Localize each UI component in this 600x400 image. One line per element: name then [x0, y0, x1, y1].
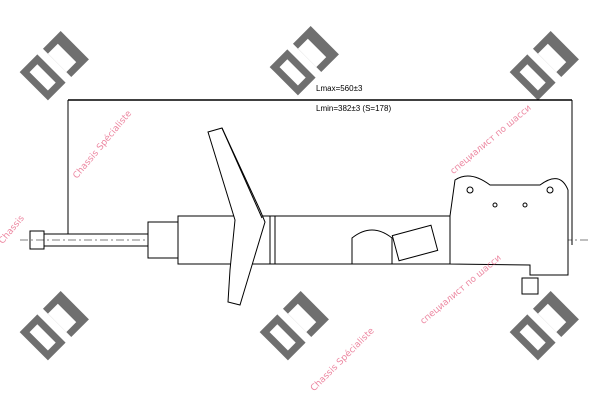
shock-body: [147, 221, 179, 259]
lmin-label: Lmin=382±3 (S=178): [316, 104, 392, 113]
mount-bracket: [449, 175, 569, 276]
lmax-label: Lmax=560±3: [316, 84, 363, 93]
dj-parts-logo: [19, 26, 579, 361]
